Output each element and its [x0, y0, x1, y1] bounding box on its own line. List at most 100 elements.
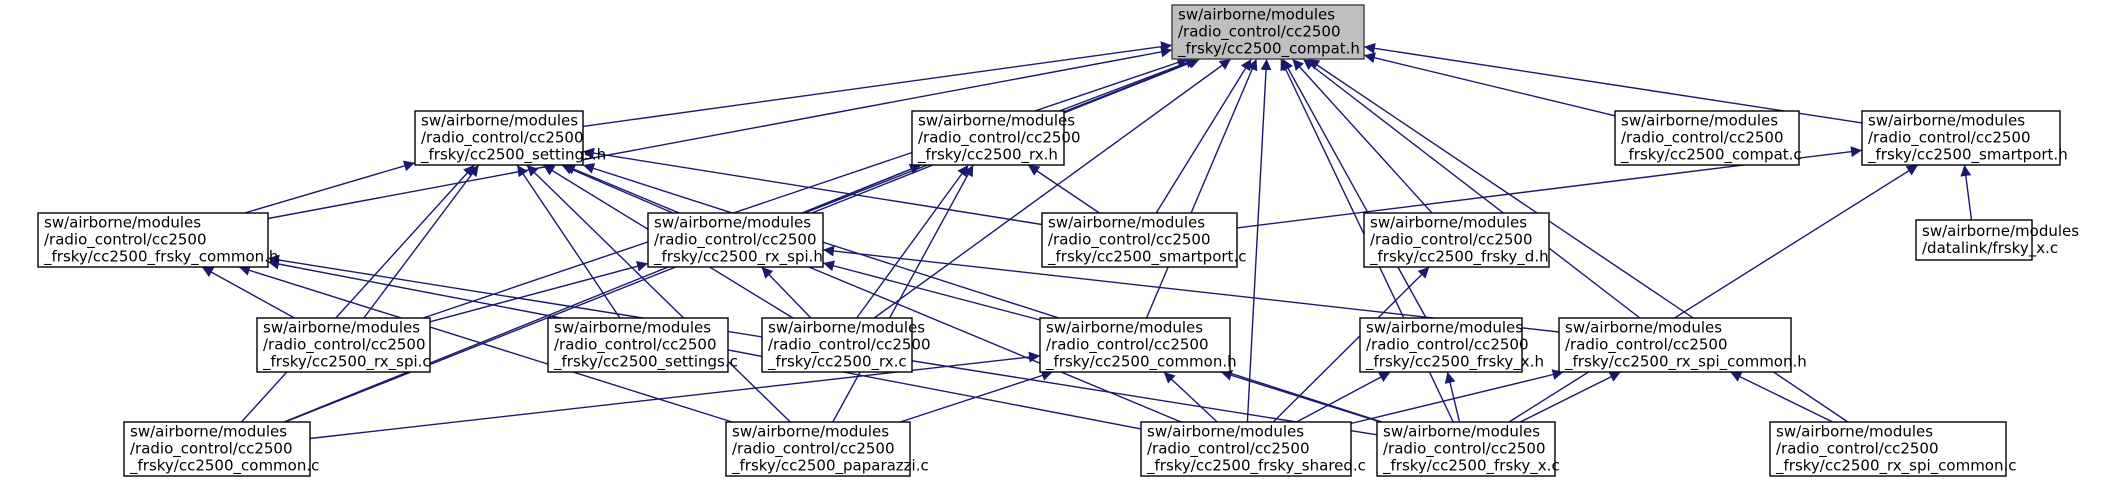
edge-frsky_x_c-to-rx_spi_common_h	[1519, 371, 1622, 423]
edge-paparazzi_c-to-settings_h	[526, 164, 791, 423]
node-label-line: /radio_control/cc2500	[1366, 336, 1529, 355]
node-label-line: /radio_control/cc2500	[1868, 129, 2031, 148]
node-rx-c[interactable]: sw/airborne/modules/radio_control/cc2500…	[761, 317, 931, 373]
node-frsky-shared-c[interactable]: sw/airborne/modules/radio_control/cc2500…	[1140, 421, 1366, 477]
node-label-line: /radio_control/cc2500	[1621, 129, 1784, 148]
edge-rx_spi_c-to-frsky_common_h	[201, 266, 295, 319]
node-rx-h[interactable]: sw/airborne/modules/radio_control/cc2500…	[911, 110, 1081, 166]
node-label-line: sw/airborne/modules	[1366, 319, 1523, 337]
node-box	[1140, 421, 1352, 477]
edge-frsky_x_h-to-compat_h	[1282, 58, 1427, 319]
edge-frsky_shared_c-to-common_h	[1163, 371, 1218, 423]
node-label-line: /radio_control/cc2500	[421, 129, 584, 148]
node-label-line: _frsky/cc2500_rx.h	[917, 146, 1058, 165]
node-label-line: sw/airborne/modules	[1048, 214, 1205, 232]
edge-common_c-to-rx_h	[283, 164, 922, 423]
node-label-line: /radio_control/cc2500	[1178, 23, 1341, 42]
node-label-line: /radio_control/cc2500	[1046, 336, 1209, 355]
node-smartport-h[interactable]: sw/airborne/modules/radio_control/cc2500…	[1861, 110, 2068, 166]
node-common-h[interactable]: sw/airborne/modules/radio_control/cc2500…	[1039, 317, 1237, 373]
node-label-line: _frsky/cc2500_rx_spi.c	[262, 353, 431, 372]
node-label-line: sw/airborne/modules	[554, 319, 711, 337]
edge-frsky_common_h-to-settings_h	[244, 160, 416, 214]
edge-frsky_common_h-to-compat_h	[267, 46, 1173, 220]
node-box	[547, 317, 729, 373]
node-paparazzi-c[interactable]: sw/airborne/modules/radio_control/cc2500…	[725, 421, 929, 477]
node-label-line: _frsky/cc2500_settings.c	[553, 353, 738, 372]
node-label-line: sw/airborne/modules	[1370, 214, 1527, 232]
edge-smartport_c-to-compat_h	[1155, 58, 1252, 214]
node-label-line: _frsky/cc2500_paparazzi.c	[731, 457, 929, 476]
edge-frsky_d_h-to-compat_h	[1291, 58, 1433, 214]
edge-frsky_shared_c-to-frsky_x_h	[1296, 371, 1391, 423]
node-frsky-common-h[interactable]: sw/airborne/modules/radio_control/cc2500…	[37, 212, 278, 268]
edge-compat_c-to-compat_h	[1363, 52, 1616, 117]
edge-rx_spi_c-to-settings_h	[363, 164, 480, 319]
node-label-line: _frsky/cc2500_frsky_x.c	[1382, 457, 1560, 476]
node-label-line: /radio_control/cc2500	[130, 440, 293, 459]
node-label-line: sw/airborne/modules	[130, 423, 287, 441]
node-settings-h[interactable]: sw/airborne/modules/radio_control/cc2500…	[414, 110, 606, 166]
node-box	[761, 317, 913, 373]
node-label-line: _frsky/cc2500_rx_spi.h	[653, 248, 823, 267]
node-box	[1769, 421, 2007, 477]
edge-rx_c-to-compat_h	[873, 58, 1232, 319]
node-common-c[interactable]: sw/airborne/modules/radio_control/cc2500…	[123, 421, 319, 477]
node-box	[414, 110, 584, 166]
node-label-line: sw/airborne/modules	[1383, 423, 1540, 441]
node-settings-c[interactable]: sw/airborne/modules/radio_control/cc2500…	[547, 317, 738, 373]
node-box	[1039, 317, 1231, 373]
edge-paparazzi_c-to-rx_h	[832, 164, 974, 423]
node-label-line: _frsky/cc2500_frsky_x.h	[1365, 353, 1544, 372]
edge-common_c-to-common_h	[309, 351, 1041, 440]
node-rx-spi-common-c[interactable]: sw/airborne/modules/radio_control/cc2500…	[1769, 421, 2017, 477]
node-label-line: _frsky/cc2500_settings.h	[420, 146, 606, 165]
edge-smartport_h-to-compat_h	[1363, 42, 1863, 124]
node-label-line: sw/airborne/modules	[732, 423, 889, 441]
node-frsky-x-c[interactable]: sw/airborne/modules/radio_control/cc2500…	[1376, 421, 1560, 477]
edge-common_h-to-rx_spi_h	[822, 260, 1041, 321]
node-frsky-x-c-datalink[interactable]: sw/airborne/modules/datalink/frsky_x.c	[1915, 219, 2079, 261]
node-label-line: sw/airborne/modules	[1147, 423, 1304, 441]
edge-rx_h-to-compat_h	[1059, 57, 1197, 112]
node-label-line: sw/airborne/modules	[1621, 112, 1778, 130]
node-label-line: sw/airborne/modules	[263, 319, 420, 337]
node-label-line: _frsky/cc2500_frsky_shared.c	[1146, 457, 1366, 476]
node-label-line: _frsky/cc2500_frsky_common.h	[43, 248, 278, 267]
nodes-layer: sw/airborne/modules/radio_control/cc2500…	[37, 4, 2079, 477]
node-box	[1861, 110, 2061, 166]
edge-common_c-to-settings_h	[240, 164, 476, 423]
node-label-line: sw/airborne/modules	[768, 319, 925, 337]
node-label-line: /radio_control/cc2500	[768, 336, 931, 355]
node-label-line: /radio_control/cc2500	[1048, 231, 1211, 250]
edge-rx_c-to-rx_spi_h	[761, 266, 812, 319]
node-label-line: sw/airborne/modules	[1922, 222, 2079, 240]
node-rx-spi-c[interactable]: sw/airborne/modules/radio_control/cc2500…	[256, 317, 431, 373]
edge-rx_spi_h-to-settings_h	[561, 164, 674, 214]
node-label-line: /radio_control/cc2500	[1776, 440, 1939, 459]
edge-paparazzi_c-to-frsky_common_h	[238, 265, 733, 423]
edge-settings_h-to-compat_h	[582, 41, 1173, 128]
node-box	[1915, 219, 2033, 261]
node-label-line: _frsky/cc2500_rx.c	[767, 353, 907, 372]
node-rx-spi-common-h[interactable]: sw/airborne/modules/radio_control/cc2500…	[1558, 317, 1807, 373]
node-label-line: sw/airborne/modules	[1178, 6, 1335, 24]
node-label-line: /radio_control/cc2500	[554, 336, 717, 355]
node-box	[123, 421, 311, 477]
node-frsky-x-h[interactable]: sw/airborne/modules/radio_control/cc2500…	[1359, 317, 1544, 373]
node-frsky-d-h[interactable]: sw/airborne/modules/radio_control/cc2500…	[1363, 212, 1550, 268]
node-compat-c[interactable]: sw/airborne/modules/radio_control/cc2500…	[1614, 110, 1802, 166]
node-label-line: sw/airborne/modules	[44, 214, 201, 232]
node-label-line: _frsky/cc2500_rx_spi_common.c	[1775, 457, 2017, 476]
node-rx-spi-h[interactable]: sw/airborne/modules/radio_control/cc2500…	[647, 212, 824, 268]
node-label-line: /radio_control/cc2500	[918, 129, 1081, 148]
node-label-line: _frsky/cc2500_common.c	[129, 457, 319, 476]
node-smartport-c[interactable]: sw/airborne/modules/radio_control/cc2500…	[1041, 212, 1246, 268]
node-label-line: /radio_control/cc2500	[263, 336, 426, 355]
node-label-line: _frsky/cc2500_compat.c	[1620, 146, 1802, 165]
edge-smartport_c-to-settings_h	[582, 147, 1043, 226]
edge-frsky_shared_c-to-rx_spi_common_h	[1350, 369, 1564, 425]
edge-frsky_x_c-to-smartport_h	[1508, 164, 1919, 423]
node-compat-h[interactable]: sw/airborne/modules/radio_control/cc2500…	[1171, 4, 1365, 60]
